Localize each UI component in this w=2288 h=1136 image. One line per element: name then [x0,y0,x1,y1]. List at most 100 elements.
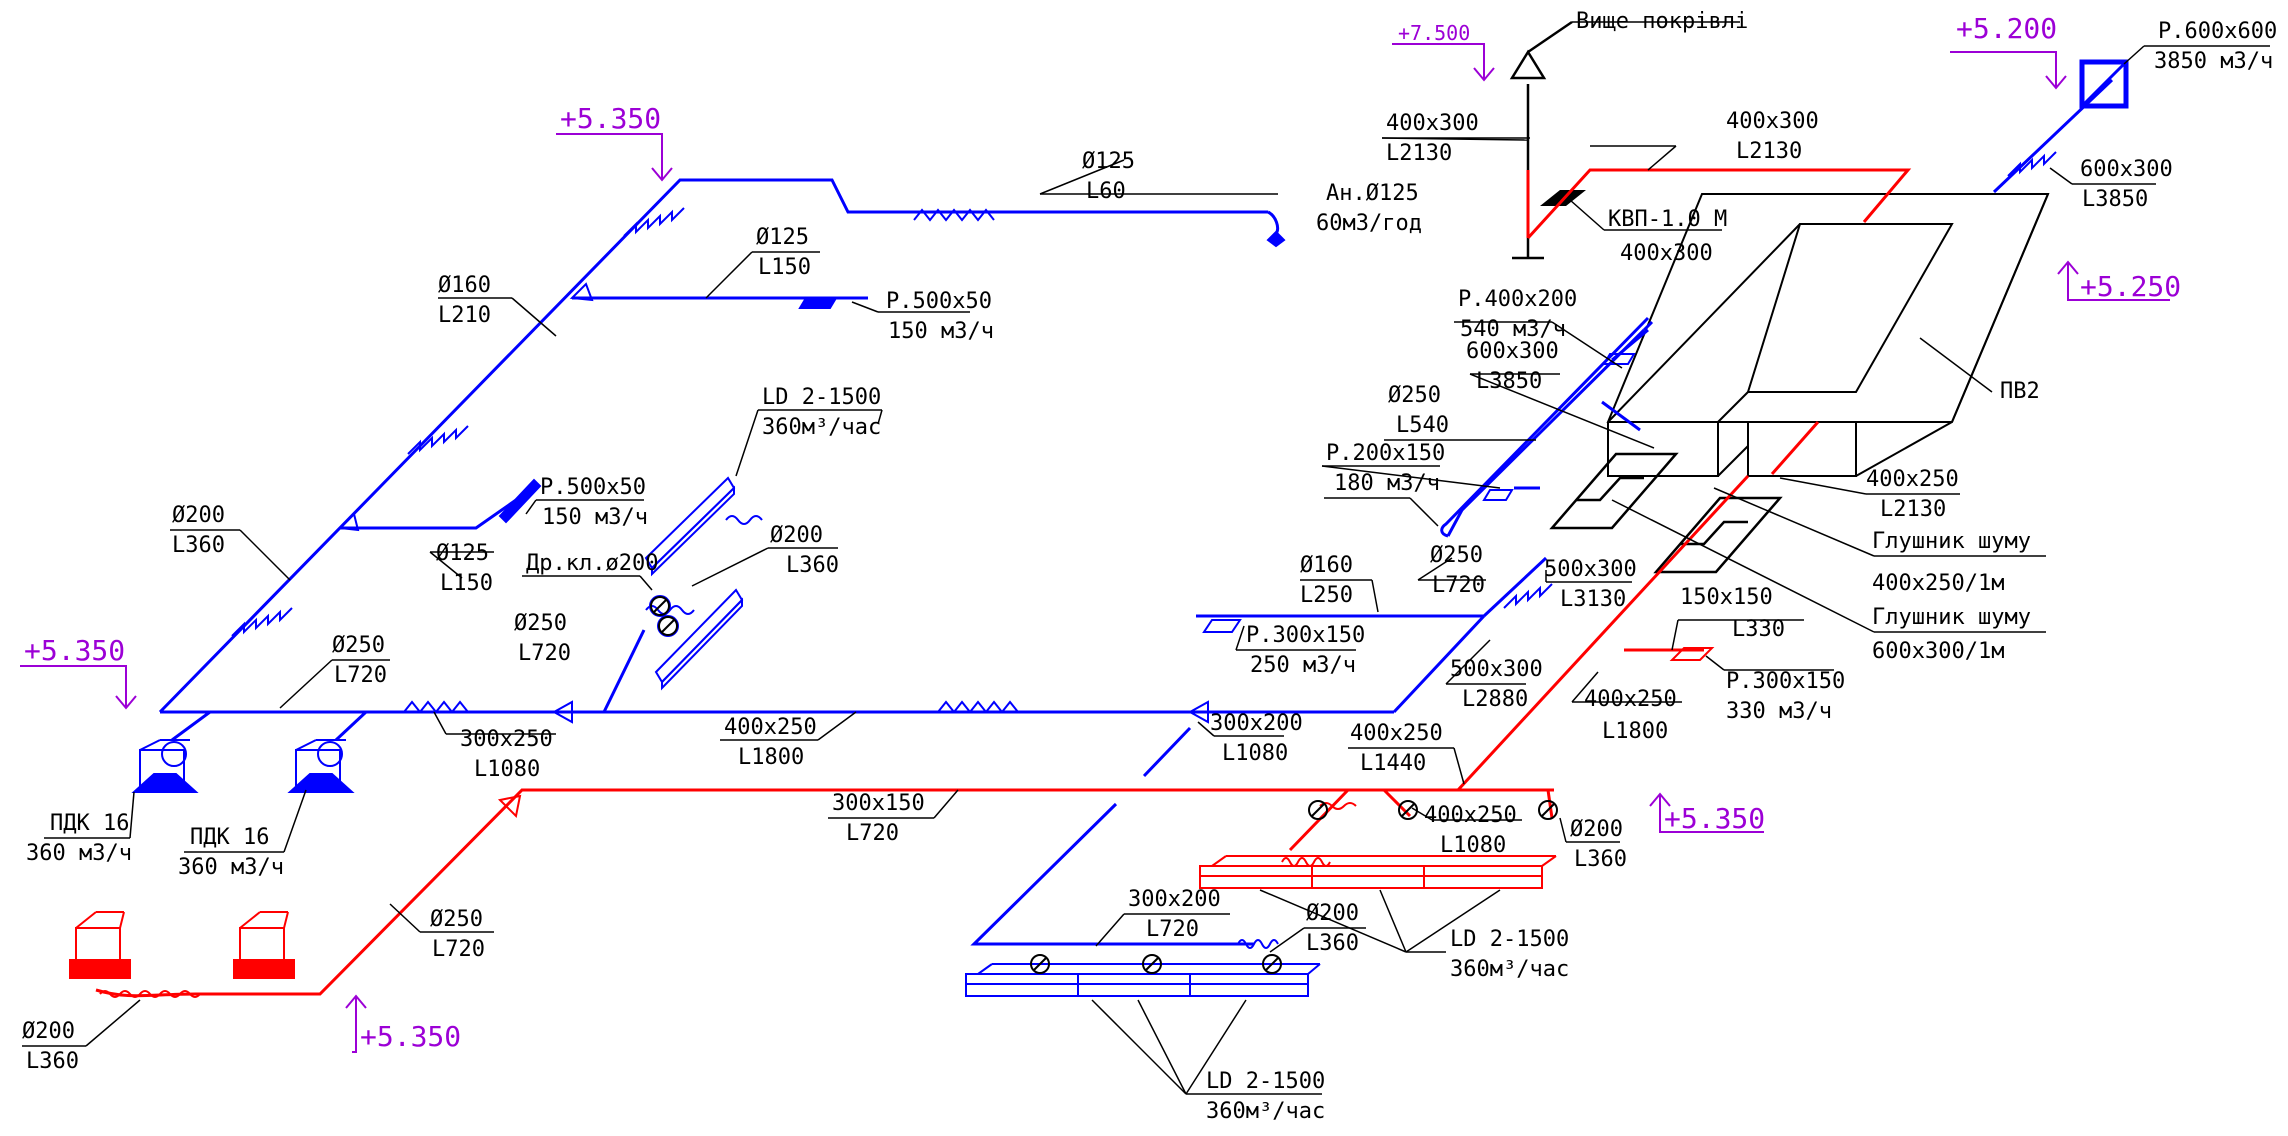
annot-07-l1: Р.500х50 [540,475,646,500]
annot-07-l2: 150 м3/ч [542,505,648,530]
damper-icons [650,596,1558,974]
annot-34-l1: 400х300 [1726,109,1819,134]
pdk-valve-exhaust-2 [233,911,295,979]
annot-12-l2: L720 [334,663,387,688]
annot-02-l2: 60м3/год [1316,211,1422,236]
annot-27-l1: Ø200 [1570,817,1623,842]
annot-43-l2: L3130 [1560,587,1626,612]
annot-35-l2: 400х300 [1620,241,1713,266]
leader-lines [22,45,2270,1095]
annot-39-l2: L3850 [1476,369,1542,394]
annot-08-l2: L360 [786,553,839,578]
annot-47-l1: 150х150 [1680,585,1773,610]
supply-diffuser-lower [965,963,1321,997]
annot-19-l2: L720 [432,937,485,962]
annot-20-l2: L360 [26,1049,79,1074]
annot-35-l1: КВП-1.0 М [1608,207,1727,232]
annot-32-l1: Вище покрівлі [1576,9,1748,34]
annot-20-l1: Ø200 [22,1019,75,1044]
annot-21-l1: 300х200 [1210,711,1303,736]
annot-19-l1: Ø250 [430,907,483,932]
supply-stair-marks [231,151,2057,637]
annot-42-l2: L720 [1432,573,1485,598]
annot-44-l2: L2130 [1880,497,1946,522]
annot-31-l2: 360м³/час [1206,1099,1325,1124]
annot-42-l1: Ø250 [1430,543,1483,568]
annot-16-l2: 360 м3/ч [26,841,132,866]
annot-49-l1: 400х250 [1584,687,1677,712]
inlet-grille [2079,59,2129,109]
annot-38-l2: 540 м3/ч [1460,317,1566,342]
annotation-texts: Ø125 L60 Ан.Ø125 60м3/год Ø125 L150 Ø160… [22,9,2277,1124]
annot-14-l2: L1080 [474,757,540,782]
annot-05-l1: Р.500х50 [886,289,992,314]
annot-10-l1: Ø200 [172,503,225,528]
annot-41-l2: 180 м3/ч [1334,471,1440,496]
annot-40-l2: L540 [1396,413,1449,438]
annot-11-l2: L150 [440,571,493,596]
supply-flex-set [403,208,1279,949]
annot-27-l2: L360 [1574,847,1627,872]
exhaust-grille-small [1669,647,1715,661]
supply-grilles [498,230,1636,633]
exhaust-flow-arrow-1 [497,794,522,819]
annot-13-l2: L720 [518,641,571,666]
annot-04-l2: L210 [438,303,491,328]
silencer-1 [1549,452,1679,530]
pdk-valve-supply-2 [287,739,355,793]
annot-26-l1: 400х250 [1424,803,1517,828]
annot-03-l2: L150 [758,255,811,280]
annot-09-l1: Др.кл.ø200 [526,551,658,576]
annot-46-l2: 600х300/1м [1872,639,2004,664]
annot-15-l1: 400х250 [724,715,817,740]
annot-44-l1: 400х250 [1866,467,1959,492]
annot-33-l2: L2130 [1386,141,1452,166]
exhaust-diffuser-row [1199,855,1557,889]
annot-22-l2: L250 [1300,583,1353,608]
annot-47-l2: L330 [1732,617,1785,642]
unit-leader [1919,337,1993,393]
annot-11-l1: Ø125 [436,541,489,566]
level-marks [20,43,2170,1053]
annot-15-l2: L1800 [738,745,804,770]
annot-26-l2: L1080 [1440,833,1506,858]
annot-17-l2: 360 м3/ч [178,855,284,880]
annot-05-l2: 150 м3/ч [888,319,994,344]
annot-25-l2: L1440 [1360,751,1426,776]
annot-37-l2: L3850 [2082,187,2148,212]
annot-34-l2: L2130 [1736,139,1802,164]
annot-46-l1: Глушник шуму [1872,605,2031,630]
annot-17-l1: ПДК 16 [190,825,269,850]
annot-04-l1: Ø160 [438,273,491,298]
exhaust-flex-2 [1281,857,1331,867]
annot-30-l1: LD 2-1500 [1450,927,1569,952]
annot-14-l1: 300х250 [460,727,553,752]
annot-18-l2: L720 [846,821,899,846]
annot-01-l2: L60 [1086,179,1126,204]
level-inlet: +5.200 [1956,12,2057,45]
annot-33-l1: 400х300 [1386,111,1479,136]
annot-30-l2: 360м³/час [1450,957,1569,982]
annot-22-l1: Ø160 [1300,553,1353,578]
level-mid-left: +5.350 [24,634,125,667]
unit-label: ПВ2 [2000,379,2040,404]
level-bottom: +5.350 [360,1020,461,1053]
annot-49-l2: L1800 [1602,719,1668,744]
supply-flow-arrows [337,282,1209,724]
annot-10-l2: L360 [172,533,225,558]
annot-36-l2: 3850 м3/ч [2154,49,2273,74]
annot-28-l2: L720 [1146,917,1199,942]
annot-45-l1: Глушник шуму [1872,529,2031,554]
exhaust-ductwork [95,168,1912,998]
air-handling-unit [1606,193,2050,477]
annot-21-l2: L1080 [1222,741,1288,766]
annot-01-l1: Ø125 [1082,149,1135,174]
annot-41-l1: Р.200х150 [1326,441,1445,466]
annot-36-l1: Р.600х600 [2158,19,2277,44]
exhaust-flex-3 [99,990,201,998]
annot-29-l2: L360 [1306,931,1359,956]
silencer-2 [1653,496,1783,574]
pdk-valve-supply-1 [131,739,199,793]
level-unit: +5.250 [2080,270,2181,303]
annot-25-l1: 400х250 [1350,721,1443,746]
